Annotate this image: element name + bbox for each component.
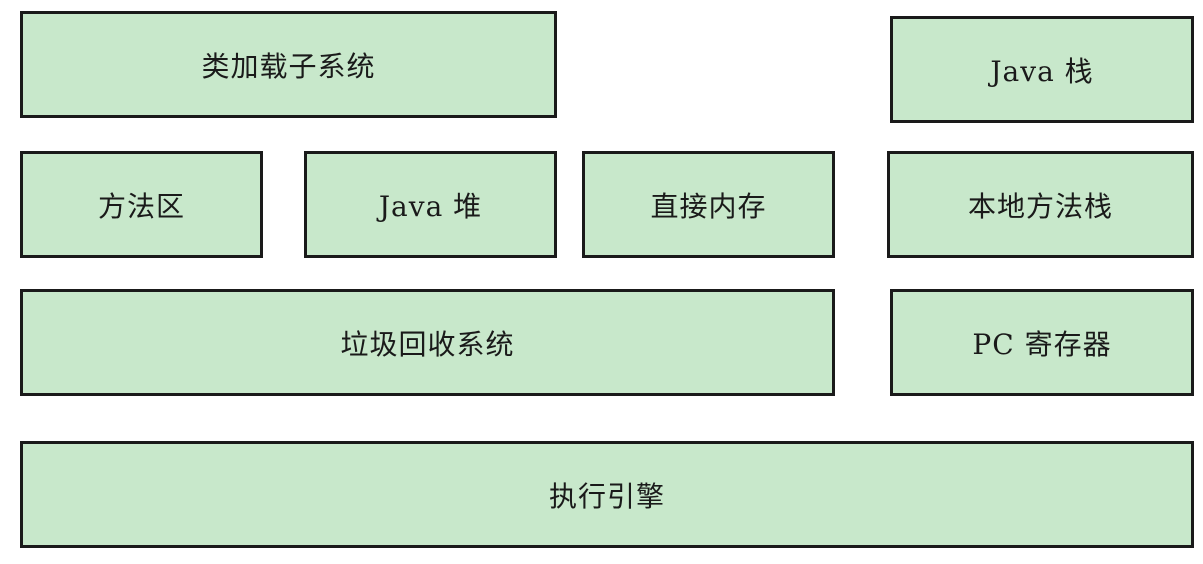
pc-register-label: PC 寄存器: [972, 327, 1112, 361]
method-area-label: 方法区: [97, 189, 185, 223]
class-loader-subsystem-block: 类加载子系统: [20, 11, 557, 118]
garbage-collection-system-block: 垃圾回收系统: [20, 289, 835, 396]
direct-memory-label: 直接内存: [650, 189, 767, 223]
method-area-block: 方法区: [20, 151, 263, 258]
java-heap-label: Java 堆: [378, 189, 483, 223]
java-stack-label: Java 栈: [990, 54, 1094, 88]
execution-engine-block: 执行引擎: [20, 441, 1194, 548]
java-heap-block: Java 堆: [304, 151, 557, 258]
java-stack-block: Java 栈: [890, 16, 1194, 123]
native-method-stack-label: 本地方法栈: [967, 189, 1113, 223]
pc-register-block: PC 寄存器: [890, 289, 1194, 396]
native-method-stack-block: 本地方法栈: [887, 151, 1194, 258]
direct-memory-block: 直接内存: [582, 151, 835, 258]
garbage-collection-system-label: 垃圾回收系统: [340, 327, 515, 361]
class-loader-subsystem-label: 类加载子系统: [201, 49, 376, 83]
execution-engine-label: 执行引擎: [548, 479, 665, 513]
